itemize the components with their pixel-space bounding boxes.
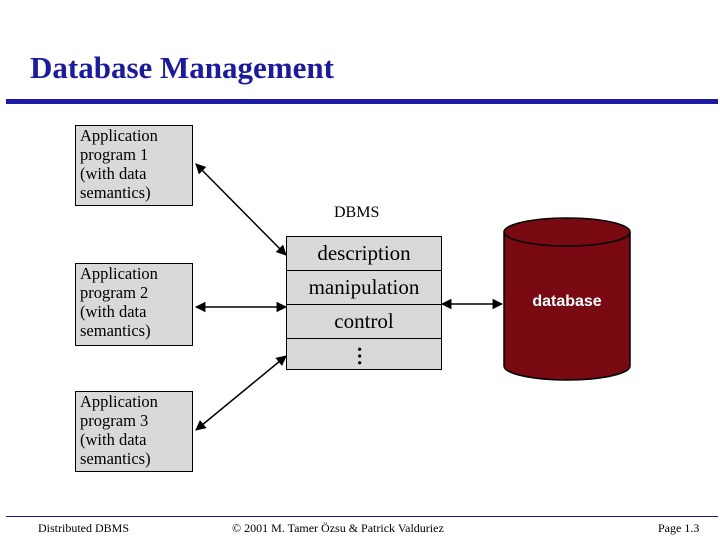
footer-rule	[6, 516, 718, 517]
application-program-1-box: Application program 1 (with data semanti…	[75, 125, 193, 206]
database-label: database	[532, 293, 602, 310]
dbms-label: DBMS	[334, 204, 380, 221]
slide-title: Database Management	[30, 50, 334, 85]
application-program-2-box: Application program 2 (with data semanti…	[75, 263, 193, 346]
database-cylinder	[503, 217, 631, 381]
app3-line1: Application	[80, 392, 158, 411]
app3-line4: semantics)	[80, 449, 151, 468]
app2-line3: (with data	[80, 302, 147, 321]
dbms-row-more: …	[287, 339, 441, 370]
arrow-app1-dbms	[195, 163, 287, 256]
footer-copyright: © 2001 M. Tamer Özsu & Patrick Valduriez	[232, 521, 444, 535]
dbms-row-manipulation: manipulation	[287, 271, 441, 305]
application-program-3-box: Application program 3 (with data semanti…	[75, 391, 193, 472]
app1-line3: (with data	[80, 164, 147, 183]
footer-course-name: Distributed DBMS	[38, 521, 130, 535]
title-underline	[6, 99, 718, 104]
database-cylinder-top	[503, 217, 631, 247]
dbms-box: description manipulation control …	[286, 236, 442, 370]
app1-line2: program 1	[80, 145, 149, 164]
dbms-row-control: control	[287, 305, 441, 339]
app3-line3: (with data	[80, 430, 147, 449]
database-cylinder-body	[503, 232, 631, 381]
app3-line2: program 3	[80, 411, 149, 430]
app1-line4: semantics)	[80, 183, 151, 202]
app2-line4: semantics)	[80, 321, 151, 340]
app1-line1: Application	[80, 126, 158, 145]
vertical-ellipsis: …	[353, 345, 375, 364]
app2-line1: Application	[80, 264, 158, 283]
arrow-app3-dbms	[195, 355, 287, 431]
dbms-row-description: description	[287, 237, 441, 271]
footer-page-number: Page 1.3	[658, 521, 700, 535]
app2-line2: program 2	[80, 283, 149, 302]
